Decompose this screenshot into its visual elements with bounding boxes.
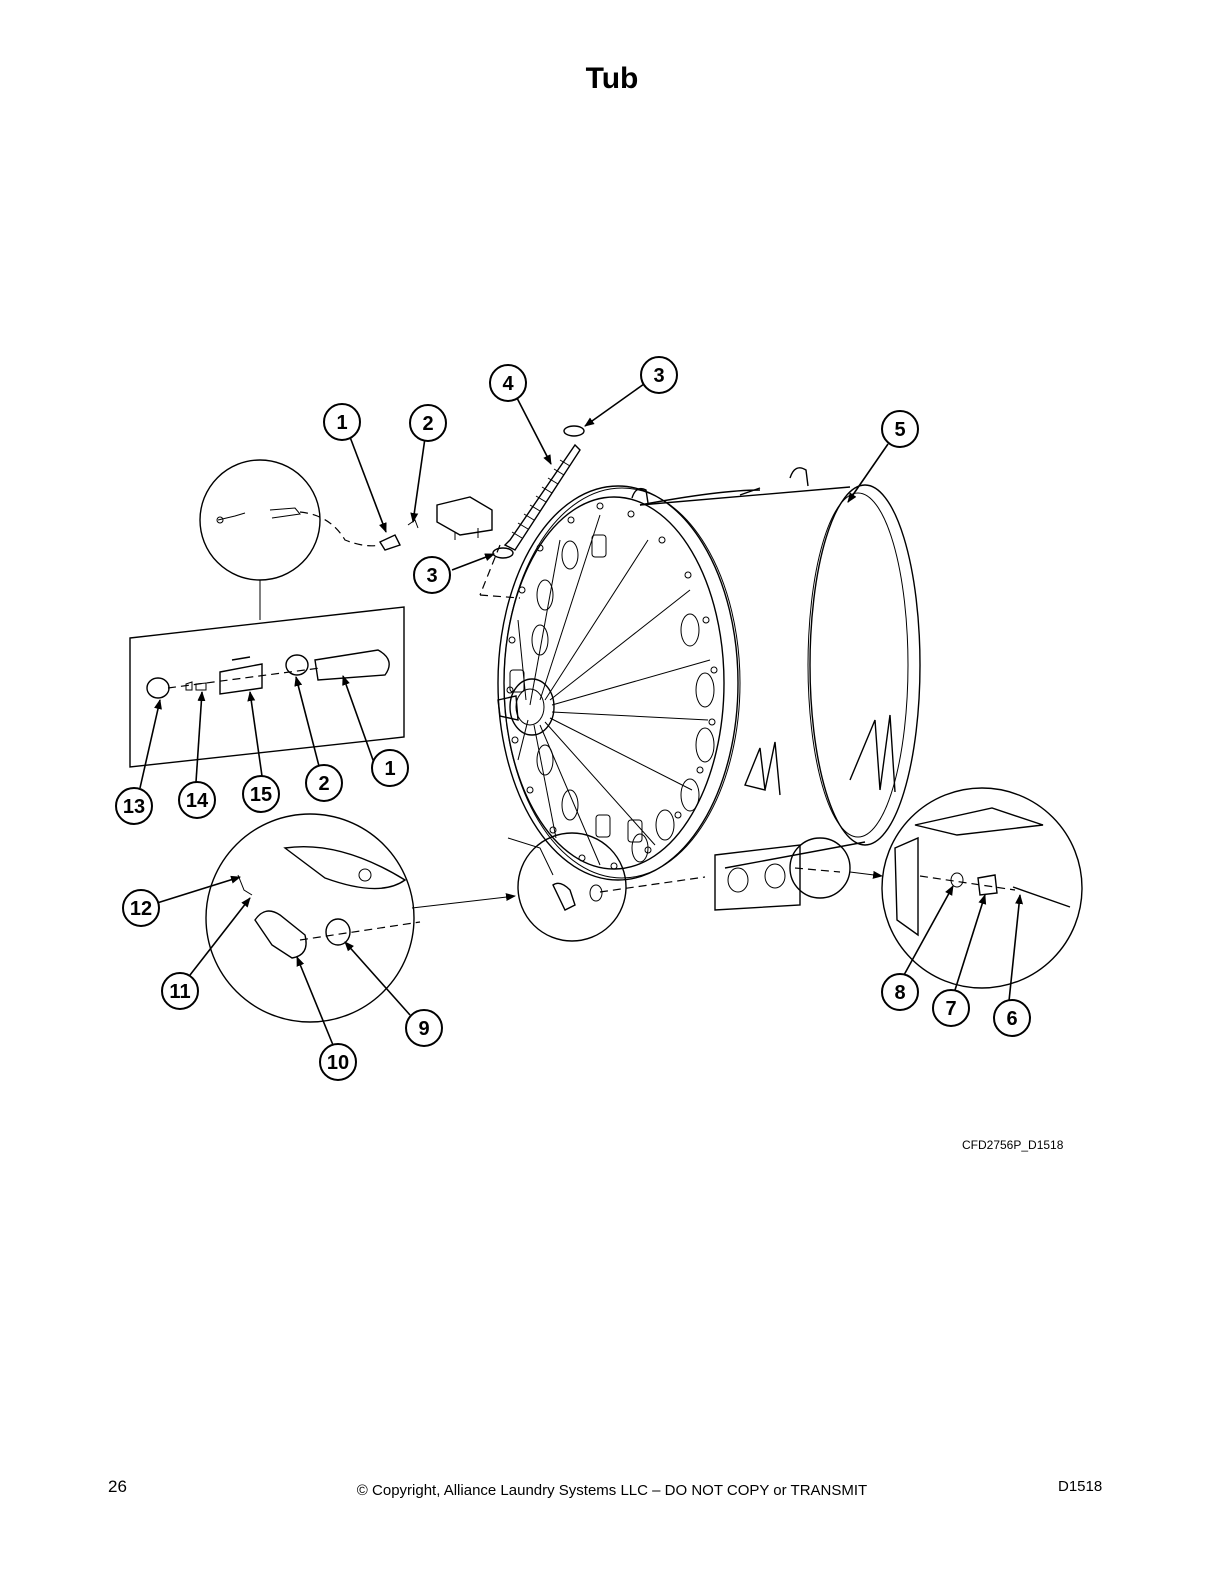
callout-6: 6 (993, 999, 1031, 1037)
svg-text:3: 3 (653, 365, 664, 387)
svg-text:3: 3 (426, 565, 437, 587)
inset-circle-bottom-left (205, 813, 516, 1023)
callout-9: 9 (405, 1009, 443, 1047)
svg-text:9: 9 (418, 1018, 429, 1040)
upper-detail (299, 496, 493, 551)
svg-text:14: 14 (186, 790, 209, 812)
svg-text:11: 11 (169, 981, 190, 1003)
copyright-notice: © Copyright, Alliance Laundry Systems LL… (356, 1482, 868, 1499)
callout-14: 14 (178, 781, 216, 819)
svg-text:2: 2 (318, 773, 329, 795)
inset-panel (129, 606, 405, 768)
svg-text:7: 7 (945, 998, 956, 1020)
inset-circle-bottom-middle (507, 832, 706, 942)
svg-text:6: 6 (1006, 1008, 1017, 1030)
inset-circle-top (199, 459, 321, 620)
page-number: 26 (108, 1477, 127, 1496)
leader-lines (139, 383, 1024, 1046)
callout-7: 7 (932, 989, 970, 1027)
callout-2-lower: 2 (305, 764, 343, 802)
callout-15: 15 (242, 775, 280, 813)
drain-hose-assembly (492, 425, 585, 559)
svg-text:5: 5 (894, 419, 905, 441)
callout-8: 8 (881, 973, 919, 1011)
svg-text:4: 4 (502, 373, 514, 395)
document-id: D1518 (1058, 1478, 1103, 1495)
callout-11: 11 (161, 972, 199, 1010)
svg-text:12: 12 (130, 898, 152, 920)
tub-body (479, 467, 921, 911)
svg-text:15: 15 (250, 784, 272, 806)
callout-1-upper: 1 (323, 403, 361, 441)
callout-13: 13 (115, 787, 153, 825)
figure-id: CFD2756P_D1518 (962, 1138, 1064, 1152)
callout-3-lower: 3 (413, 556, 451, 594)
callout-12: 12 (122, 889, 160, 927)
svg-text:1: 1 (336, 412, 347, 434)
callout-5: 5 (881, 410, 919, 448)
svg-text:13: 13 (123, 796, 145, 818)
svg-text:8: 8 (894, 982, 905, 1004)
svg-text:1: 1 (384, 758, 395, 780)
callout-10: 10 (319, 1043, 357, 1081)
callout-3-upper: 3 (640, 356, 678, 394)
svg-text:2: 2 (422, 413, 433, 435)
page-title: Tub (585, 62, 639, 95)
inset-circle-right (789, 787, 1083, 989)
svg-text:10: 10 (327, 1052, 349, 1074)
callout-4: 4 (489, 364, 527, 402)
callout-1-lower: 1 (371, 749, 409, 787)
callout-2-upper: 2 (409, 404, 447, 442)
